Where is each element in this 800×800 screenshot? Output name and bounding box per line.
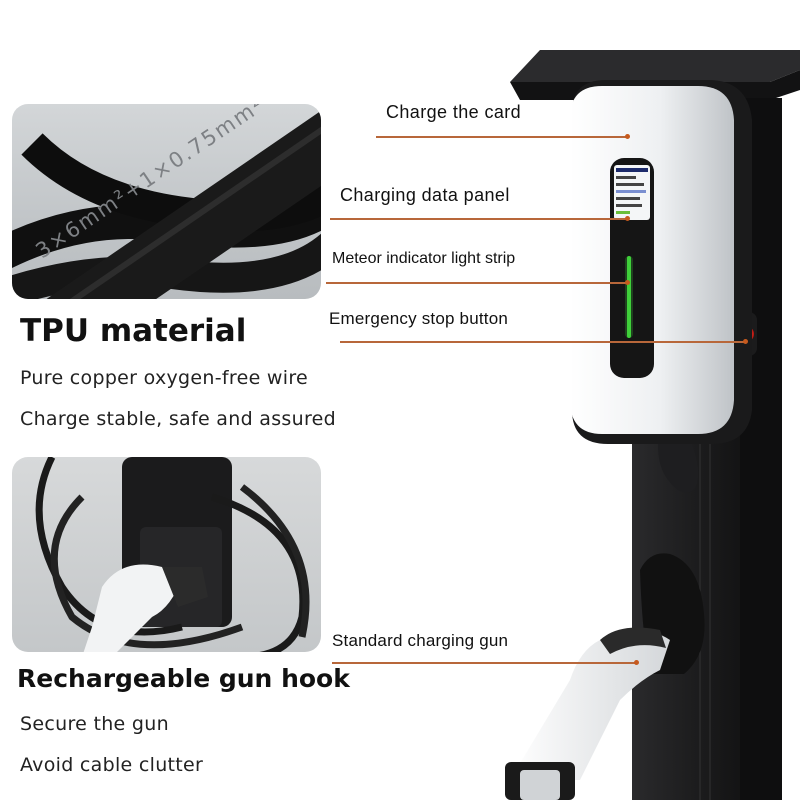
callout-charge-card: Charge the card (386, 102, 522, 122)
leader-dot-charging-gun (634, 660, 639, 665)
cable-feature-line-2: Charge stable, safe and assured (20, 408, 336, 430)
side-holster-knob (658, 430, 699, 493)
hook-feature-title: Rechargeable gun hook (17, 664, 350, 693)
charging-data-screen (614, 165, 650, 220)
cable-feature-line-1: Pure copper oxygen-free wire (20, 367, 309, 389)
callout-emergency-stop: Emergency stop button (329, 309, 509, 328)
callout-charging-gun: Standard charging gun (332, 631, 509, 650)
leader-line-data-panel (330, 218, 628, 220)
hook-feature-line-1: Secure the gun (20, 713, 169, 735)
leader-line-charge-card (376, 136, 628, 138)
leader-line-emergency-stop (340, 341, 745, 343)
gun-hook-image (35, 457, 310, 652)
leader-dot-light-strip (625, 280, 630, 285)
leader-dot-emergency-stop (743, 339, 748, 344)
leader-line-charging-gun (332, 662, 636, 664)
wallbox-shell (570, 80, 752, 444)
callout-data-panel: Charging data panel (340, 185, 510, 205)
cable-coil-image: 3×6mm²+1×0.75mm² (12, 104, 321, 299)
cable-material-photo: 3×6mm²+1×0.75mm² (12, 104, 321, 299)
leader-line-light-strip (326, 282, 628, 284)
cable-feature-title: TPU material (20, 313, 247, 349)
meteor-light-strip (625, 256, 633, 338)
gun-hook-photo (12, 457, 321, 652)
hook-feature-line-2: Avoid cable clutter (20, 754, 204, 776)
callout-light-strip: Meteor indicator light strip (332, 250, 516, 267)
leader-dot-data-panel (625, 216, 630, 221)
charging-gun[interactable] (505, 553, 705, 800)
leader-dot-charge-card (625, 134, 630, 139)
